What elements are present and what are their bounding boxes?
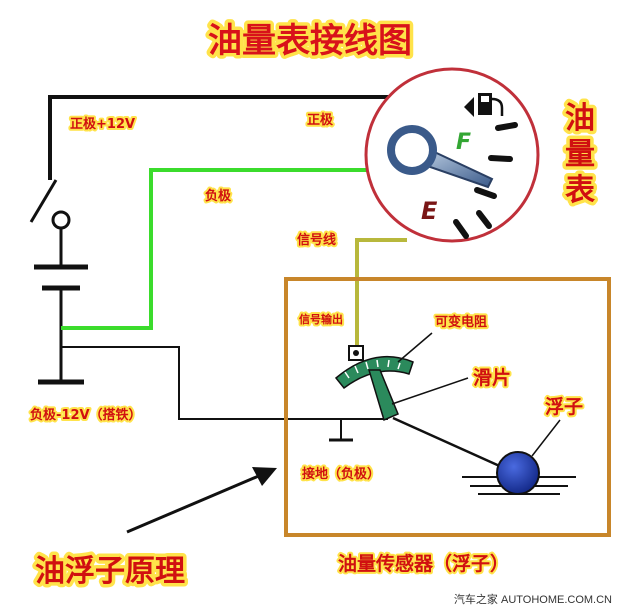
label-signal-wire: 信号线	[297, 232, 336, 248]
gauge-tick	[476, 210, 492, 229]
label-float-principle: 油浮子原理	[35, 554, 185, 589]
pointer-arrow	[126, 467, 277, 534]
label-sensor-caption: 油量传感器（浮子）	[338, 552, 509, 575]
switch-contact	[51, 210, 71, 230]
sensor-box	[284, 277, 611, 537]
ground-wire	[61, 346, 388, 420]
label-battery-negative: 负极-12V（搭铁）	[30, 407, 142, 423]
gauge-label-char: 量	[565, 137, 595, 172]
gauge-tick	[495, 122, 518, 131]
positive-wire	[48, 95, 392, 180]
signal-wire	[355, 238, 407, 350]
fuel-pump-icon	[464, 93, 504, 117]
gauge-label-char: 油	[565, 101, 595, 136]
label-negative: 负极	[205, 188, 232, 204]
label-float: 浮子	[545, 395, 583, 418]
label-ground-negative: 接地（负极）	[302, 466, 380, 482]
label-slider: 滑片	[473, 366, 511, 389]
slider-arm	[367, 369, 399, 422]
label-variable-resistor: 可变电阻	[435, 314, 487, 330]
label-positive: 正极	[307, 112, 334, 128]
fuel-gauge: F E	[364, 67, 540, 243]
gauge-tick	[474, 187, 497, 199]
gauge-label-char: 表	[565, 173, 595, 208]
leader-slider	[391, 377, 469, 405]
float-ball	[496, 451, 540, 495]
switch-lever	[29, 179, 58, 223]
gauge-empty-mark: E	[421, 197, 438, 225]
gauge-tick	[453, 219, 469, 239]
fuel-level-sensor	[329, 345, 576, 495]
label-signal-output: 信号输出	[299, 312, 343, 326]
watermark: 汽车之家 AUTOHOME.COM.CN	[454, 592, 612, 606]
gauge-full-mark: F	[456, 130, 471, 155]
label-positive-12v: 正极+12V	[70, 116, 135, 132]
leader-float	[531, 419, 561, 457]
float-rod	[392, 416, 505, 470]
negative-wire	[61, 168, 368, 330]
gauge-needle	[387, 125, 494, 189]
leader-variable-resistor	[397, 332, 433, 363]
gauge-tick	[488, 155, 513, 162]
diagram-title: 油量表接线图	[208, 21, 412, 61]
